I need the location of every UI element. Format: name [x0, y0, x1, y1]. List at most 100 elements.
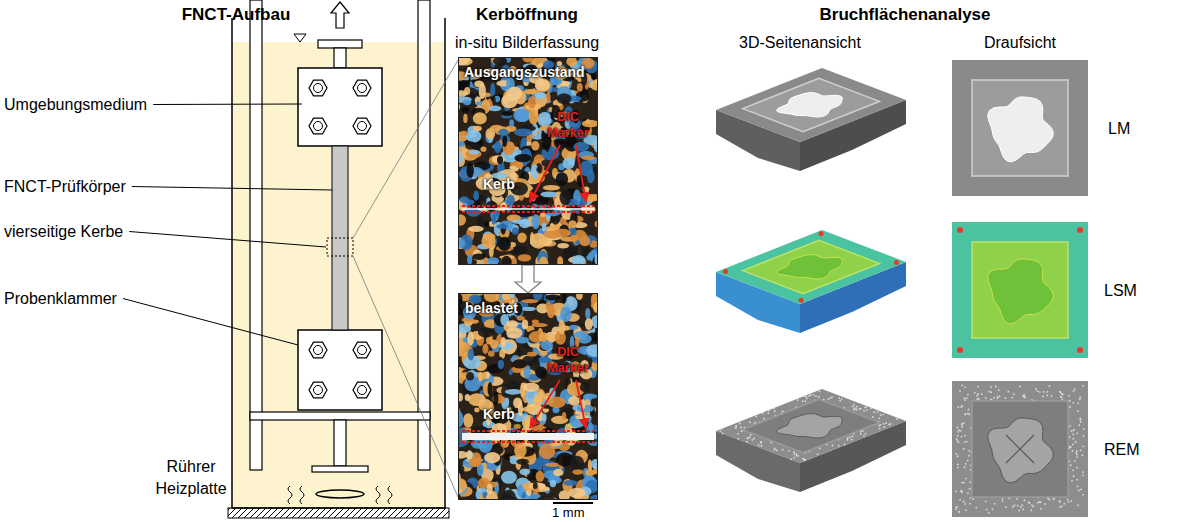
sem-image	[750, 434, 752, 436]
fnct-specimen	[327, 146, 353, 330]
sem-image	[1076, 452, 1078, 454]
sem-image	[1046, 394, 1048, 396]
specimen-image	[468, 348, 474, 361]
specimen-image	[463, 114, 467, 123]
sem-image	[967, 413, 969, 415]
sem-image	[1080, 450, 1082, 452]
laser-scanning-image	[799, 298, 804, 303]
sem-image	[997, 397, 999, 399]
sem-image	[1076, 456, 1078, 458]
sem-image	[955, 508, 957, 510]
sem-image	[1059, 506, 1061, 508]
sem-image	[964, 413, 966, 415]
sem-image	[716, 389, 906, 463]
sem-image	[880, 414, 882, 416]
sem-image	[1078, 490, 1080, 492]
notch-marker	[462, 211, 594, 213]
sem-image	[972, 401, 1068, 497]
row-label: LM	[1108, 119, 1130, 138]
specimen-image	[536, 471, 545, 482]
sem-image	[960, 430, 962, 432]
sem-image	[737, 438, 739, 440]
notch-marker	[462, 208, 594, 210]
specimen-image	[543, 185, 560, 191]
sem-image	[975, 507, 977, 509]
light-microscope-image	[972, 80, 1068, 176]
sem-image	[805, 396, 807, 398]
specimen-image	[591, 459, 598, 469]
sem-image	[819, 447, 821, 449]
specimen-image	[579, 236, 590, 247]
hex-bolt	[314, 346, 323, 355]
specimen-image	[458, 293, 598, 500]
part-label: Probenklammer	[4, 289, 117, 308]
sem-image	[1069, 425, 1071, 427]
sem-image	[1061, 397, 1063, 399]
specimen-image	[467, 255, 472, 265]
sem-image	[1082, 494, 1084, 496]
specimen-image	[553, 469, 563, 476]
sem-image	[879, 428, 881, 430]
column-heading: Draufsicht	[890, 33, 1150, 52]
notch-marker	[576, 380, 586, 428]
notch-marker	[462, 433, 594, 440]
sem-image	[877, 411, 879, 413]
specimen-image	[512, 227, 519, 234]
sem-image	[1074, 388, 1076, 390]
specimen-image	[533, 482, 538, 489]
scale-bar	[553, 502, 593, 504]
sem-image	[1017, 505, 1019, 507]
specimen-image	[505, 389, 522, 395]
specimen-image	[487, 257, 499, 265]
sem-image	[1051, 395, 1053, 397]
sem-image	[997, 396, 999, 398]
specimen-image	[533, 395, 542, 408]
sem-image	[977, 386, 979, 388]
specimen-image	[539, 444, 556, 459]
sem-image	[884, 426, 886, 428]
specimen-image	[490, 339, 498, 348]
sem-image	[793, 451, 795, 453]
specimen-image	[473, 126, 482, 131]
subheading: in-situ Bilderfassung	[397, 33, 657, 52]
beaker	[232, 18, 445, 508]
hex-bolt	[353, 118, 371, 134]
image-panel: AusgangszustandKerbDIC Marker	[458, 57, 598, 265]
specimen-image	[484, 221, 489, 227]
sem-image	[1077, 402, 1079, 404]
specimen-image	[532, 214, 540, 229]
sem-image	[1073, 475, 1075, 477]
specimen-image	[522, 407, 537, 413]
hex-bolt	[309, 80, 371, 398]
sem-image	[753, 438, 755, 440]
specimen-image	[502, 293, 510, 300]
scale-bar	[553, 503, 593, 504]
sem-image	[988, 418, 1054, 483]
sem-image	[1059, 391, 1061, 393]
sem-image	[776, 414, 842, 438]
sem-image	[751, 439, 753, 441]
sem-image	[763, 418, 765, 420]
sem-image	[986, 509, 988, 511]
specimen-image	[533, 293, 543, 300]
zoom-lines	[353, 60, 458, 238]
specimen-image	[506, 320, 518, 327]
sem-image	[963, 501, 965, 503]
specimen-image	[560, 306, 572, 322]
sem-image	[959, 499, 961, 501]
sem-image	[1073, 390, 1075, 392]
scale-label: 1 mm	[552, 505, 585, 520]
sem-image	[743, 399, 880, 452]
part-label: vierseitige Kerbe	[4, 222, 123, 241]
image-panel: belastetKerbDIC Marker	[458, 293, 598, 500]
sem-image	[958, 511, 960, 513]
sem-image	[1077, 410, 1079, 412]
sem-image	[1080, 489, 1082, 491]
block-arrow	[515, 265, 541, 293]
sem-image	[965, 509, 967, 511]
sem-image	[965, 478, 967, 480]
leader-line	[123, 299, 298, 346]
specimen-image	[501, 471, 517, 484]
laser-scanning-image	[1077, 227, 1083, 233]
specimen-image	[519, 219, 531, 228]
